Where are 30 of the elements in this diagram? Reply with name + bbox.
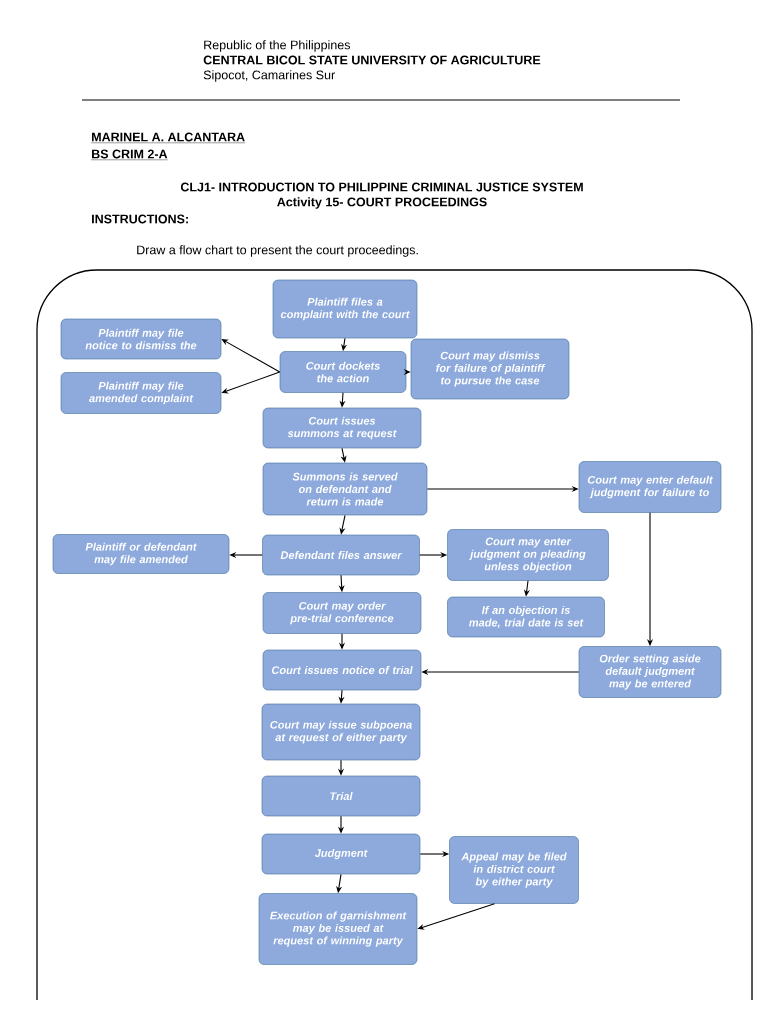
process-box: Plaintiff may file notice to dismiss the bbox=[60, 318, 222, 360]
header-text: CENTRAL BICOL STATE UNIVERSITY OF AGRICULTURE bbox=[203, 55, 541, 65]
header-text: Republic of the Philippines bbox=[204, 40, 351, 52]
process-box: Defendant files answer bbox=[262, 534, 420, 576]
author-name: MARINEL A. ALCANTARA bbox=[91, 132, 246, 143]
process-box: Court may order pre-trial conference bbox=[262, 592, 422, 634]
process-box: Execution of garnishment may be issued at request of winning party bbox=[258, 893, 418, 965]
header-text: Sipocot, Camarines Sur bbox=[203, 70, 335, 82]
process-box: Order setting aside default judgment may be entered bbox=[578, 646, 722, 698]
process-box: Plaintiff files a complaint with the court bbox=[272, 279, 418, 339]
process-box: Court may issue subpoena at request of either party bbox=[261, 703, 421, 761]
course-title: CLJ1- INTRODUCTION TO PHILIPPINE CRIMINAL JUSTICE SYSTEM bbox=[180, 182, 583, 192]
process-box: Court issues notice of trial bbox=[262, 649, 422, 691]
process-box: Summons is served on defendant and return is made bbox=[262, 462, 428, 516]
process-box: Judgment bbox=[261, 833, 421, 875]
class-name: BS CRIM 2-A bbox=[91, 149, 168, 161]
process-box: Court issues summons at request bbox=[262, 407, 422, 449]
process-box: Trial bbox=[261, 775, 421, 817]
process-box: Court may enter default judgment for failure to bbox=[578, 461, 722, 513]
process-box: Court dockets the action bbox=[279, 351, 407, 393]
process-box: If an objection is made, trial date is set bbox=[447, 596, 605, 638]
instruction-text: Draw a flow chart to present the court proceedings. bbox=[137, 245, 418, 257]
process-box: Court may enter judgment on pleading unless objection bbox=[447, 529, 609, 581]
process-box: Court may dismiss for failure of plaintiff to pursue the case bbox=[410, 338, 570, 400]
process-box: Plaintiff or defendant may file amended bbox=[52, 534, 230, 574]
process-box: Plaintiff may file amended complaint bbox=[60, 372, 222, 414]
arrow bbox=[221, 339, 281, 373]
process-box: Appeal may be filed in district court by either party bbox=[449, 836, 579, 904]
activity-title: Activity 15- COURT PROCEEDINGS bbox=[277, 197, 487, 209]
instructions-heading: INSTRUCTIONS: bbox=[92, 214, 188, 224]
